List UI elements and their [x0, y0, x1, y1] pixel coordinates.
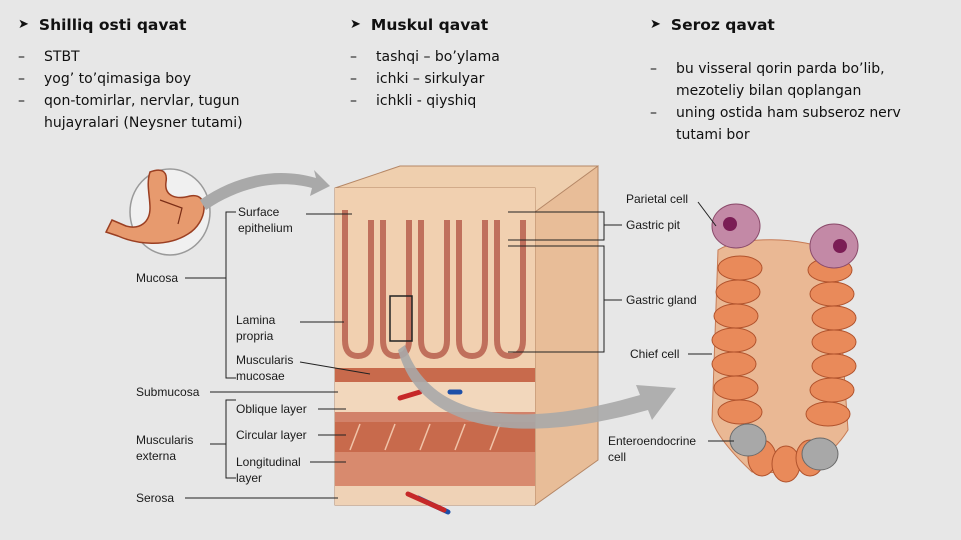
bullet-arrow-icon: ➤: [350, 17, 361, 32]
label-parietal-cell: Parietal cell: [626, 192, 688, 206]
section-muskul-qavat: ➤ Muskul qavat – tashqi – bo’ylama – ichki…: [350, 14, 590, 112]
stomach-icon: [104, 168, 211, 256]
item-list: – STBT – yog’ to’qimasiga boy – qon-tomirla…: [18, 46, 278, 134]
section-shilliq-osti-qavat: ➤ Shilliq osti qavat – STBT – yog’ to’qima…: [18, 14, 278, 134]
dash-marker: –: [350, 49, 357, 65]
dash-marker: –: [18, 49, 25, 65]
list-item: – STBT: [18, 46, 278, 68]
section-heading: ➤ Shilliq osti qavat: [18, 14, 278, 36]
list-item-text: uning ostida ham subseroz nerv tutami bo…: [676, 105, 901, 143]
list-item: – uning ostida ham subseroz nerv tutami b…: [650, 102, 950, 146]
label-gastric-pit: Gastric pit: [626, 218, 681, 232]
pointer-arrow-top: [200, 170, 330, 210]
section-title: Muskul qavat: [370, 16, 489, 34]
list-item-text: yog’ to’qimasiga boy: [44, 71, 191, 87]
label-chief-cell: Chief cell: [630, 347, 679, 361]
leader-lines: [185, 201, 734, 499]
gastric-gland-detail: [711, 203, 859, 483]
bullet-arrow-icon: ➤: [650, 17, 661, 32]
section-heading: ➤ Seroz qavat: [650, 14, 950, 36]
list-item-text: qon-tomirlar, nervlar, tugun hujayralari…: [44, 93, 243, 131]
dash-marker: –: [350, 93, 357, 109]
tissue-block: [334, 165, 599, 515]
label-mucosa: Mucosa: [136, 271, 178, 285]
section-seroz-qavat: ➤ Seroz qavat – bu visseral qorin parda b…: [650, 14, 950, 146]
list-item: – ichkli - qiyshiq: [350, 90, 590, 112]
list-item: – bu visseral qorin parda bo’lib, mezotel…: [650, 58, 950, 102]
dash-marker: –: [18, 71, 25, 87]
list-item-text: bu visseral qorin parda bo’lib, mezoteli…: [676, 61, 885, 99]
bullet-arrow-icon: ➤: [18, 17, 29, 32]
dash-marker: –: [650, 105, 657, 121]
item-list: – bu visseral qorin parda bo’lib, mezotel…: [650, 58, 950, 146]
label-serosa: Serosa: [136, 491, 174, 505]
list-item: – ichki – sirkulyar: [350, 68, 590, 90]
pointer-arrow-bottom: [398, 345, 676, 429]
list-item-text: ichki – sirkulyar: [376, 71, 485, 87]
list-item-text: tashqi – bo’ylama: [376, 49, 500, 65]
list-item: – tashqi – bo’ylama: [350, 46, 590, 68]
label-oblique-layer: Oblique layer: [236, 402, 307, 416]
section-title: Seroz qavat: [670, 16, 775, 34]
list-item-text: ichkli - qiyshiq: [376, 93, 477, 109]
list-item: – qon-tomirlar, nervlar, tugun hujayralar…: [18, 90, 278, 134]
item-list: – tashqi – bo’ylama – ichki – sirkulyar – i…: [350, 46, 590, 112]
list-item: – yog’ to’qimasiga boy: [18, 68, 278, 90]
section-heading: ➤ Muskul qavat: [350, 14, 590, 36]
dash-marker: –: [350, 71, 357, 87]
dash-marker: –: [650, 61, 657, 77]
label-gastric-gland: Gastric gland: [626, 293, 697, 307]
list-item-text: STBT: [44, 49, 80, 65]
section-title: Shilliq osti qavat: [38, 16, 187, 34]
label-circular-layer: Circular layer: [236, 428, 307, 442]
label-submucosa: Submucosa: [136, 385, 200, 399]
dash-marker: –: [18, 93, 25, 109]
